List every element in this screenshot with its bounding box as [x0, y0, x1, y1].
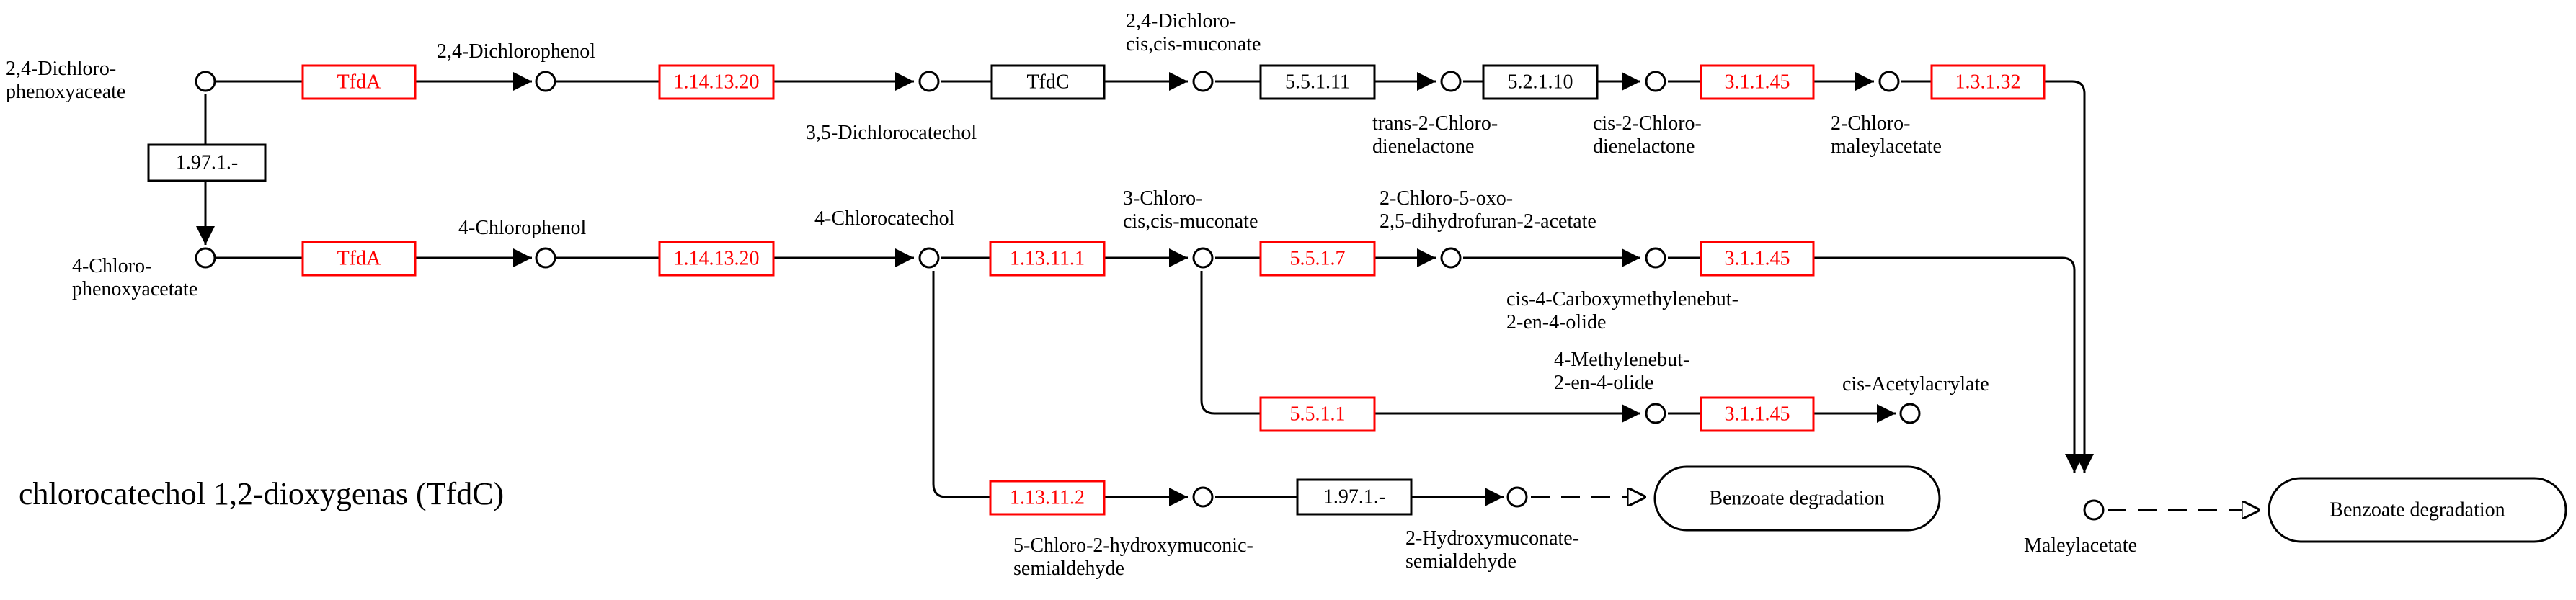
enzyme-box-1-14-13-20[interactable]: 1.14.13.20 [658, 64, 775, 100]
enzyme-box-3-1-1-45-3[interactable]: 3.1.1.45 [1700, 396, 1815, 432]
compound-node-4-chlorophenol[interactable] [535, 247, 556, 269]
label-2-chloromaleylacetate: 2-Chloro-maleylacetate [1831, 112, 1942, 158]
enzyme-box-1-97-1-x[interactable]: 1.97.1.- [147, 143, 267, 182]
label-3-5-dichlorocatechol: 3,5-Dichlorocatechol [806, 122, 977, 144]
label-carboxymethylenebutenolide: cis-4-Carboxymethylenebut-2-en-4-olide [1506, 288, 1738, 333]
enzyme-box-tfda-2[interactable]: TfdA [301, 241, 417, 277]
compound-labels: 2,4-Dichloro-phenoxyaceate 2,4-Dichlorop… [6, 10, 2137, 580]
label-hydroxymuconic-semialdehyde: 5-Chloro-2-hydroxymuconic-semialdehyde [1013, 534, 1253, 580]
label-3-chloro-muconate: 3-Chloro-cis,cis-muconate [1123, 187, 1258, 233]
enzyme-label: 1.14.13.20 [674, 71, 760, 94]
enzyme-box-1-14-13-20-2[interactable]: 1.14.13.20 [658, 241, 775, 277]
compound-node-2-chloromaleylacetate[interactable] [1878, 71, 1900, 92]
enzyme-label: 5.5.1.11 [1285, 71, 1350, 94]
map-link-label: Benzoate degradation [2329, 499, 2505, 521]
compound-node-2-4-dichlorophenol[interactable] [535, 71, 556, 92]
compound-node-hydroxymuconate-semialdehyde[interactable] [1506, 486, 1528, 508]
compound-node-3-5-dichlorocatechol[interactable] [918, 71, 940, 92]
enzyme-box-5-5-1-11[interactable]: 5.5.1.11 [1259, 64, 1376, 100]
enzyme-box-tfdc[interactable]: TfdC [990, 64, 1106, 100]
enzyme-label: TfdC [1026, 71, 1069, 94]
enzyme-label: 1.13.11.1 [1010, 248, 1085, 270]
compound-node-maleylacetate[interactable] [2083, 499, 2105, 521]
enzyme-box-3-1-1-45-2[interactable]: 3.1.1.45 [1700, 241, 1815, 277]
label-cis-dienelactone: cis-2-Chloro-dienelactone [1593, 112, 1702, 158]
enzyme-box-1-13-11-2[interactable]: 1.13.11.2 [989, 480, 1106, 516]
compound-node-3-chloro-muconate[interactable] [1192, 247, 1214, 269]
reaction-edges [196, 72, 2260, 510]
enzyme-label: 3.1.1.45 [1725, 403, 1790, 426]
compound-node-trans-dienelactone[interactable] [1440, 71, 1462, 92]
map-link-benzoate-degradation-2[interactable]: Benzoate degradation [2268, 477, 2567, 543]
label-2-4-dichloro-muconate: 2,4-Dichloro-cis,cis-muconate [1126, 10, 1261, 55]
compound-node-cis-acetylacrylate[interactable] [1899, 403, 1921, 424]
enzyme-label: 3.1.1.45 [1725, 248, 1790, 270]
compound-node-carboxymethylenebutenolide[interactable] [1645, 247, 1666, 269]
diagram-caption: chlorocatechol 1,2-dioxygenas (TfdC) [19, 476, 504, 511]
enzyme-label: 5.5.1.7 [1290, 248, 1346, 270]
enzyme-label: 1.97.1.- [1323, 486, 1385, 509]
label-4-chlorophenoxyacetate: 4-Chloro-phenoxyacetate [72, 255, 197, 300]
enzyme-box-1-13-11-1[interactable]: 1.13.11.1 [989, 241, 1106, 277]
compound-node-2-4-dichloro-muconate[interactable] [1192, 71, 1214, 92]
label-chloro-oxo-dihydrofuran: 2-Chloro-5-oxo-2,5-dihydrofuran-2-acetat… [1380, 187, 1596, 233]
label-2-4-dichlorophenoxyacetate: 2,4-Dichloro-phenoxyaceate [6, 58, 125, 103]
compound-node-chloro-oxo-dihydrofuran[interactable] [1440, 247, 1462, 269]
enzyme-label: 5.5.1.1 [1290, 403, 1346, 426]
enzyme-box-1-3-1-32[interactable]: 1.3.1.32 [1930, 64, 2046, 100]
label-cis-acetylacrylate: cis-Acetylacrylate [1842, 373, 1989, 395]
enzyme-box-1-97-1-x-2[interactable]: 1.97.1.- [1296, 478, 1413, 516]
enzyme-label: 5.2.1.10 [1508, 71, 1573, 94]
enzyme-label: TfdA [337, 248, 381, 270]
compound-node-4-chlorocatechol[interactable] [918, 247, 940, 269]
map-link-label: Benzoate degradation [1709, 488, 1884, 510]
enzyme-box-3-1-1-45[interactable]: 3.1.1.45 [1700, 64, 1815, 100]
label-4-chlorophenol: 4-Chlorophenol [458, 217, 587, 239]
enzyme-box-5-2-1-10[interactable]: 5.2.1.10 [1482, 64, 1599, 100]
compound-node-4-chlorophenoxyacetate[interactable] [195, 247, 216, 269]
label-maleylacetate: Maleylacetate [2024, 534, 2137, 557]
compound-node-methylenebutenolide[interactable] [1645, 403, 1666, 424]
enzyme-label: 1.3.1.32 [1955, 71, 2021, 94]
enzyme-box-5-5-1-1[interactable]: 5.5.1.1 [1259, 396, 1376, 432]
label-4-chlorocatechol: 4-Chlorocatechol [814, 207, 955, 230]
compound-node-cis-dienelactone[interactable] [1645, 71, 1666, 92]
compound-nodes [195, 71, 2105, 521]
enzyme-label: 1.97.1.- [176, 152, 238, 174]
label-2-4-dichlorophenol: 2,4-Dichlorophenol [437, 40, 595, 63]
label-methylenebutenolide: 4-Methylenebut-2-en-4-olide [1554, 349, 1689, 394]
compound-node-hydroxymuconic-semialdehyde[interactable] [1192, 486, 1214, 508]
enzyme-label: 1.13.11.2 [1010, 487, 1085, 509]
enzyme-label: 1.14.13.20 [674, 248, 760, 270]
enzyme-boxes: TfdA 1.14.13.20 TfdC 5.5.1.11 5.2.1.10 3… [147, 64, 2046, 516]
map-link-benzoate-degradation[interactable]: Benzoate degradation [1653, 465, 1941, 532]
enzyme-label: 3.1.1.45 [1725, 71, 1790, 94]
compound-node-2-4-dichlorophenoxyacetate[interactable] [195, 71, 216, 92]
label-hydroxymuconate-semialdehyde: 2-Hydroxymuconate-semialdehyde [1405, 527, 1579, 573]
label-trans-dienelactone: trans-2-Chloro-dienelactone [1372, 112, 1498, 158]
enzyme-box-5-5-1-7[interactable]: 5.5.1.7 [1259, 241, 1376, 277]
enzyme-label: TfdA [337, 71, 381, 94]
enzyme-box-tfda[interactable]: TfdA [301, 64, 417, 100]
